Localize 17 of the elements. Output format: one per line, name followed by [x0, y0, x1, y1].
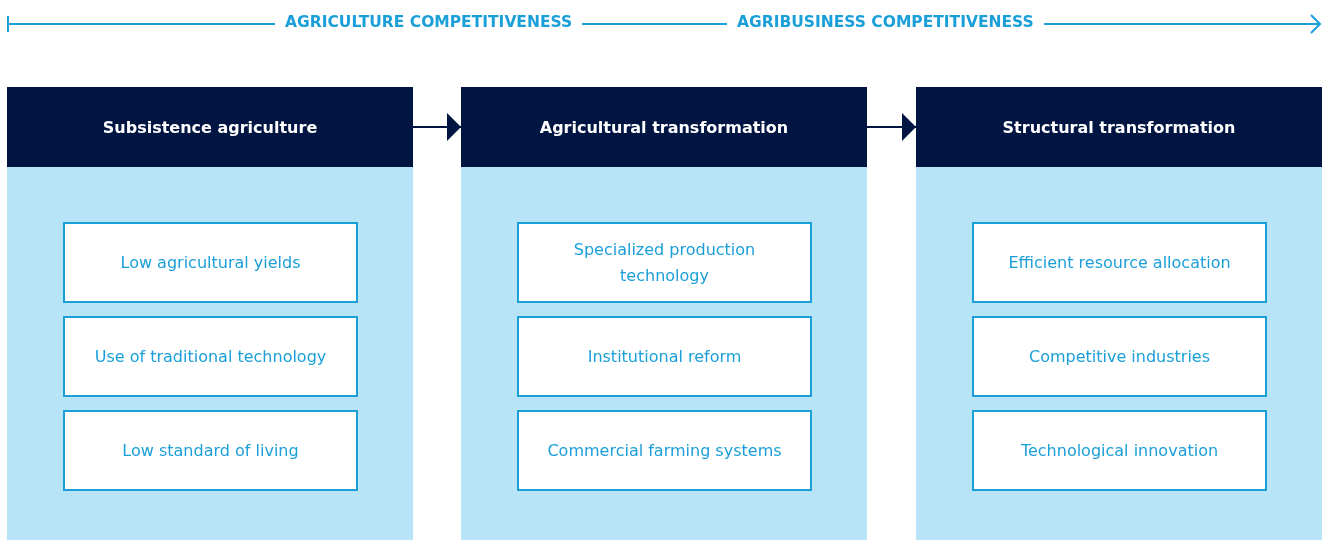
stage-panel [461, 87, 867, 540]
chevron-arrow [866, 113, 917, 141]
stage-panel [7, 87, 413, 540]
panel-header: Structural transformation [916, 87, 1322, 167]
feature-box: Low agricultural yields [63, 222, 358, 303]
feature-box: Specialized production technology [517, 222, 812, 303]
chevron-arrow [412, 113, 462, 141]
stage-panel [916, 87, 1322, 540]
panel-header: Subsistence agriculture [7, 87, 413, 167]
feature-box: Efficient resource allocation [972, 222, 1267, 303]
feature-box: Low standard of living [63, 410, 358, 491]
feature-box: Technological innovation [972, 410, 1267, 491]
feature-box: Commercial farming systems [517, 410, 812, 491]
panel-header: Agricultural transformation [461, 87, 867, 167]
feature-box: Institutional reform [517, 316, 812, 397]
feature-box: Use of traditional technology [63, 316, 358, 397]
feature-box: Competitive industries [972, 316, 1267, 397]
